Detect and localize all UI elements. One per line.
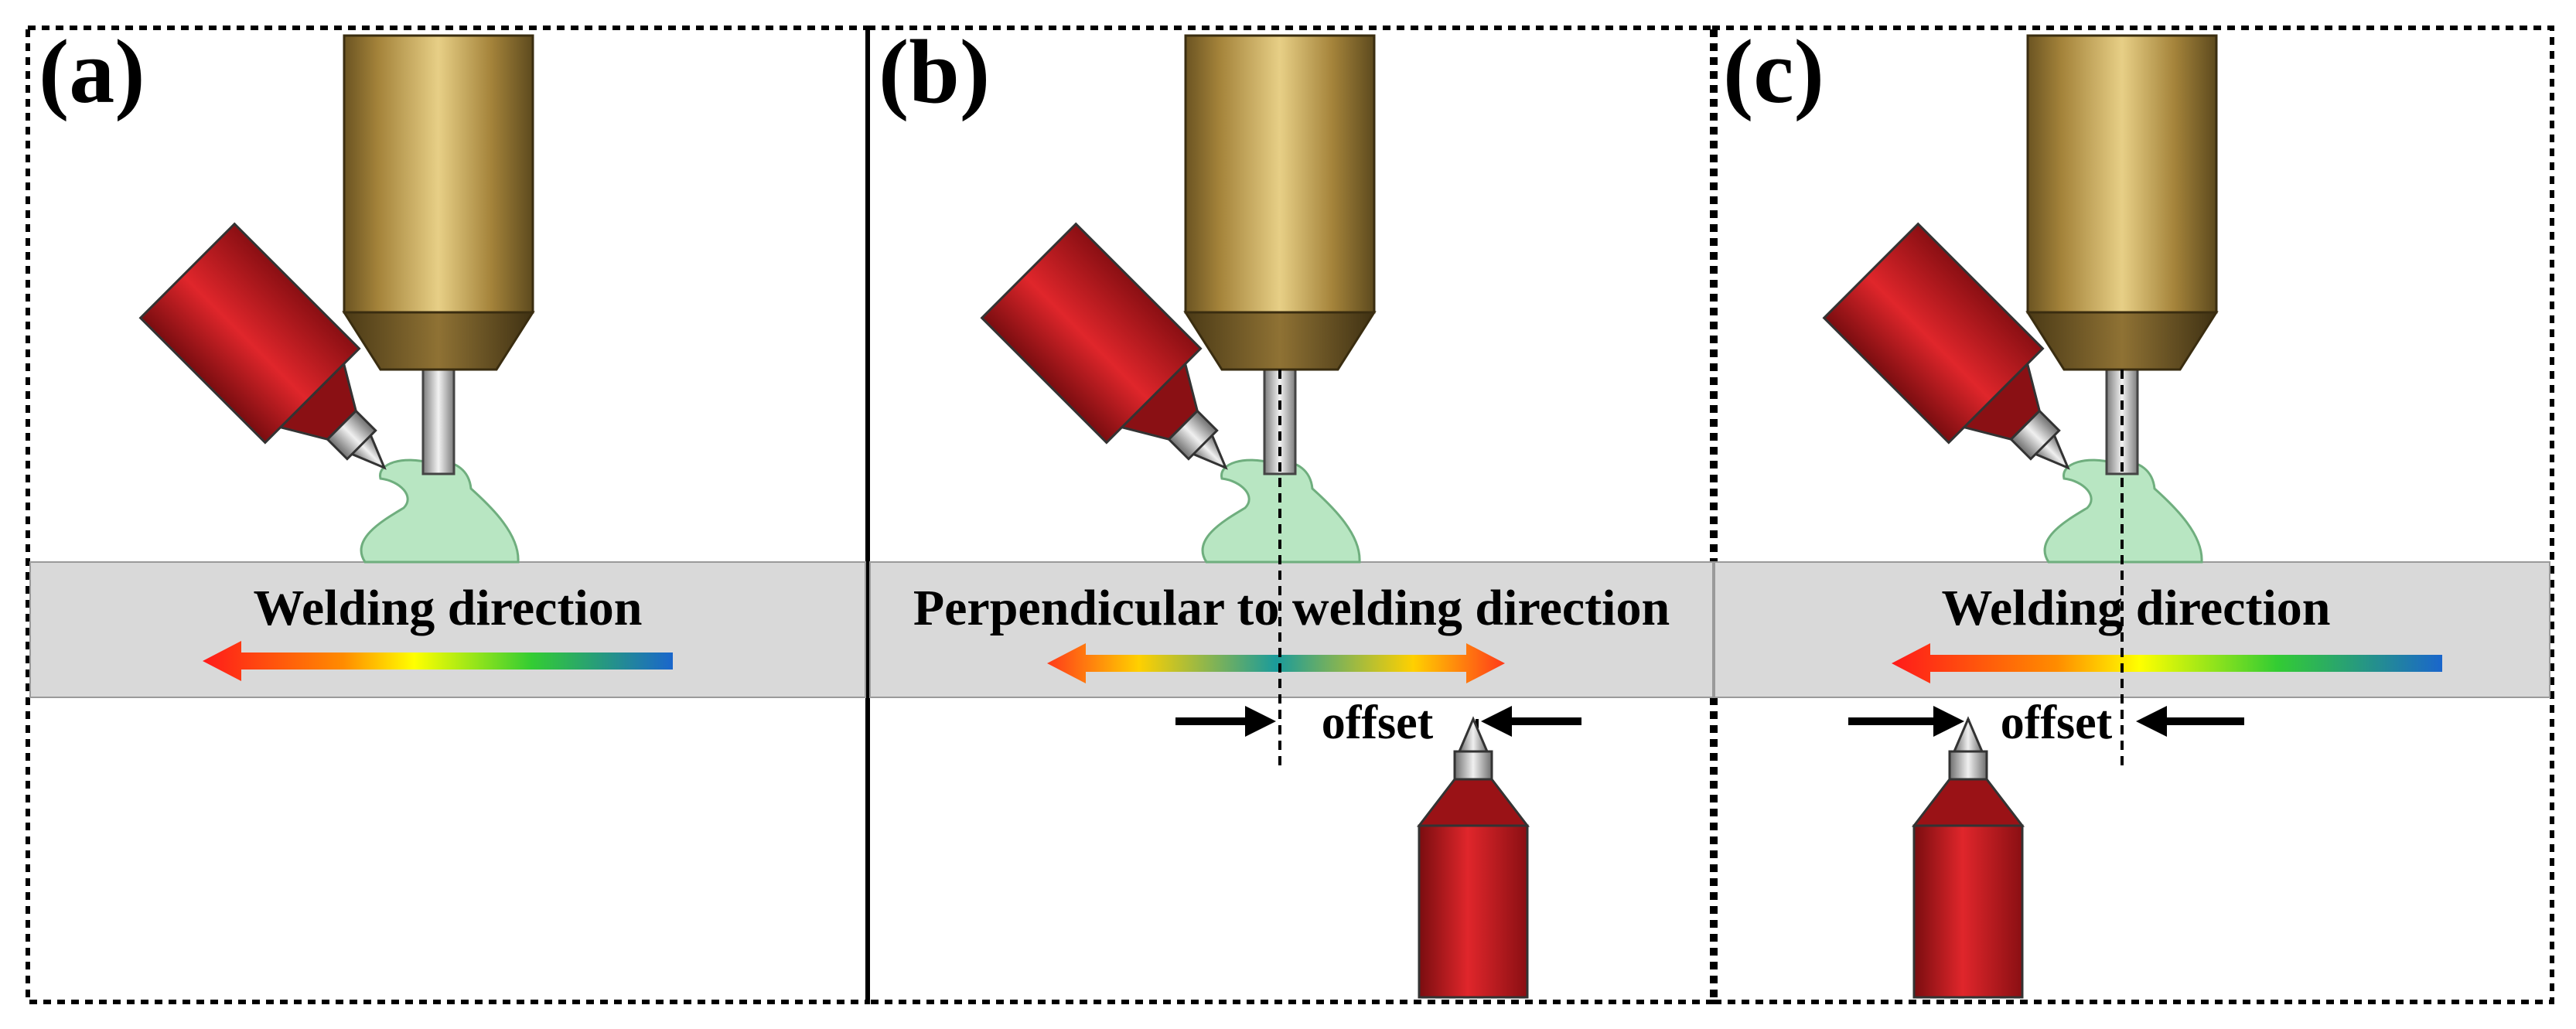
laser-head-icon bbox=[1416, 716, 1530, 999]
panel-b: (b) Perpendicular to welding direction off… bbox=[869, 21, 1714, 999]
offset-arrow-icon bbox=[2136, 706, 2244, 737]
direction-arrow-icon bbox=[1047, 643, 1505, 683]
direction-label: Perpendicular to welding direction bbox=[913, 580, 1670, 636]
direction-arrow-icon bbox=[1892, 643, 2442, 683]
substrate-plate bbox=[1714, 561, 2550, 698]
panel-a: (a) Welding direction bbox=[29, 21, 866, 698]
panel-frame-a bbox=[26, 26, 870, 1004]
panels: (a) Welding direction (b) Perpendicular to … bbox=[29, 21, 2550, 999]
panel-frame-c bbox=[1710, 26, 2554, 1004]
direction-label: Welding direction bbox=[254, 580, 643, 636]
direction-label: Welding direction bbox=[1942, 580, 2331, 636]
melt-pool-icon bbox=[360, 458, 520, 564]
panel-label: (b) bbox=[879, 21, 990, 122]
nozzle-icon bbox=[2025, 34, 2219, 371]
laser-head-icon bbox=[1911, 716, 2025, 999]
wire-icon bbox=[421, 368, 455, 475]
nozzle-icon bbox=[1183, 34, 1377, 371]
offset-arrow-icon bbox=[1175, 706, 1276, 737]
substrate-plate bbox=[29, 561, 866, 698]
offset-label: offset bbox=[1322, 697, 1434, 749]
direction-arrow-icon bbox=[203, 641, 673, 681]
panel-label: (c) bbox=[1723, 21, 1824, 122]
nozzle-icon bbox=[342, 34, 535, 371]
offset-label: offset bbox=[2001, 697, 2113, 749]
panel-c: (c) Welding direction offset bbox=[1714, 21, 2550, 999]
panel-frame-b bbox=[865, 26, 1718, 1004]
offset-arrow-icon bbox=[1848, 706, 1964, 737]
panel-frames bbox=[26, 26, 2554, 1004]
offset-arrow-icon bbox=[1481, 706, 1581, 737]
panel-label: (a) bbox=[39, 21, 145, 122]
